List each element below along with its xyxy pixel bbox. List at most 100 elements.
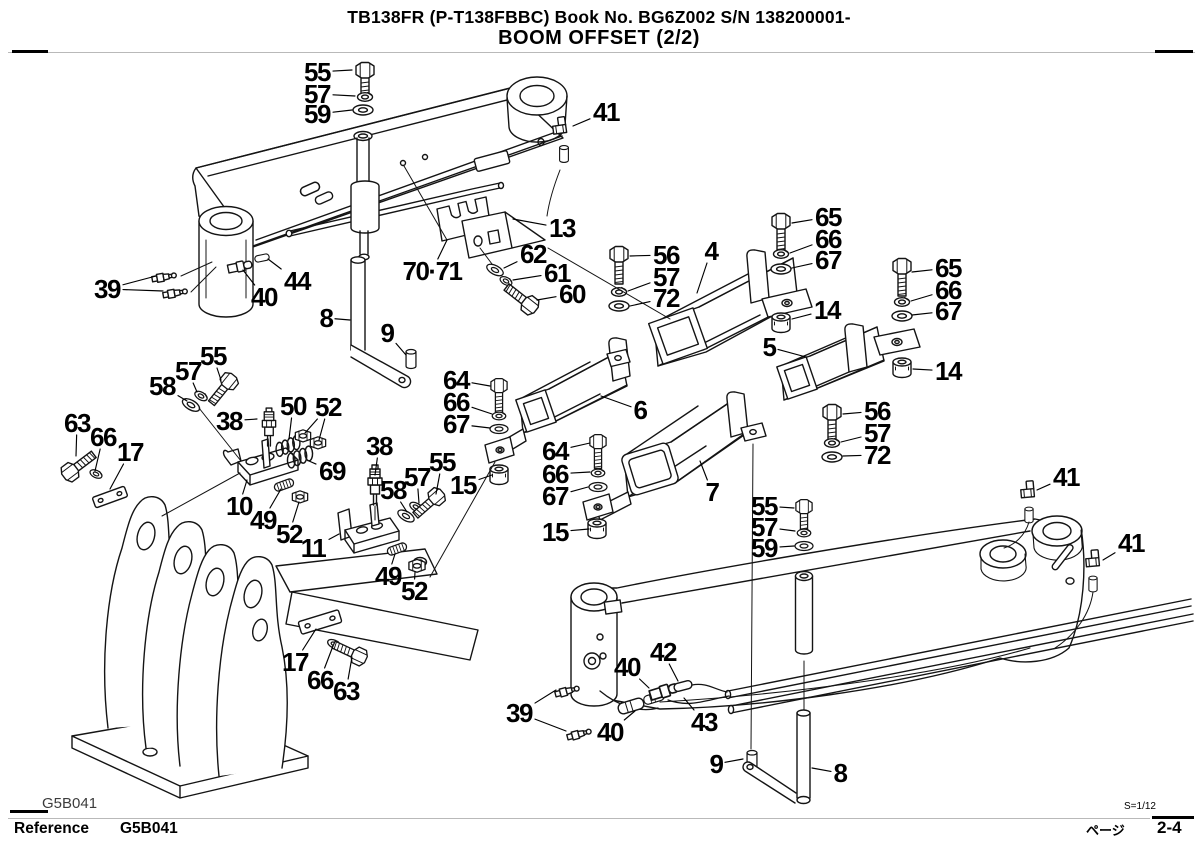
leader-line (842, 454, 862, 457)
callout-38: 38 (366, 431, 393, 461)
leader-line (109, 463, 125, 490)
leader-line (534, 689, 557, 704)
leader-line (318, 418, 326, 441)
callout-63: 63 (64, 408, 91, 438)
callout-58: 58 (149, 371, 176, 401)
callout-64: 64 (443, 365, 471, 395)
leader-line (192, 382, 198, 393)
offset-link-4 (647, 212, 813, 367)
leader-line (911, 312, 933, 316)
lower-boom-arm (553, 479, 1194, 805)
mount-bracket (57, 446, 479, 799)
offset-link-6 (484, 245, 631, 486)
leader-line (1102, 552, 1116, 561)
leader-line (471, 425, 491, 429)
callout-67: 67 (935, 296, 962, 326)
callout-57: 57 (864, 418, 891, 448)
callout-66: 66 (935, 275, 962, 305)
offset-link-7 (582, 391, 843, 540)
leader-line (629, 254, 651, 257)
callout-17: 17 (282, 647, 309, 677)
reference-label: Reference (14, 820, 89, 837)
offset-link-5 (776, 257, 921, 401)
header-rule-tick-left (12, 50, 48, 53)
leader-line (308, 460, 317, 465)
leader-line (328, 533, 340, 540)
callout-56: 56 (864, 396, 891, 426)
callout-15: 15 (542, 517, 569, 547)
leader-line (75, 434, 78, 457)
callout-64: 64 (542, 436, 570, 466)
callout-13: 13 (549, 213, 576, 243)
leader-line (332, 69, 353, 72)
leader-line (512, 274, 542, 281)
callout-41: 41 (1118, 528, 1145, 558)
callout-52: 52 (276, 519, 303, 549)
callout-55: 55 (751, 491, 778, 521)
leader-line (374, 457, 378, 476)
callout-65: 65 (935, 253, 962, 283)
callout-59: 59 (304, 99, 331, 129)
leader-line (395, 342, 407, 356)
drawing-number-note: G5B041 (42, 795, 98, 812)
page-number-value: 2-4 (1157, 818, 1182, 837)
page-subtitle: BOOM OFFSET (2/2) (498, 27, 700, 49)
callout-66: 66 (90, 422, 117, 452)
leader-line (122, 275, 157, 286)
leader-line (503, 261, 518, 269)
callout-65: 65 (815, 202, 842, 232)
leader-line (478, 474, 493, 481)
leader-line (391, 553, 396, 565)
leader-line (791, 219, 813, 224)
callout-40: 40 (614, 652, 641, 682)
page-number-label: ページ (1086, 823, 1125, 838)
callout-66: 66 (542, 459, 569, 489)
valve-bracket-10 (179, 369, 327, 504)
leader-line (779, 545, 795, 548)
callout-66: 66 (443, 387, 470, 417)
callout-70·71: 70·71 (403, 256, 463, 286)
scale-note: S=1/12 (1124, 801, 1156, 812)
callout-62: 62 (520, 239, 547, 269)
callout-14: 14 (935, 356, 963, 386)
leader-line (94, 448, 101, 472)
callout-61: 61 (544, 258, 571, 288)
callout-59: 59 (751, 533, 778, 563)
leader-line (570, 528, 590, 532)
leader-line (629, 300, 651, 307)
leader-line (304, 418, 318, 434)
callout-41: 41 (593, 97, 620, 127)
callout-43: 43 (691, 707, 718, 737)
leader-line (638, 678, 650, 689)
header-rule-tick-right (1155, 50, 1193, 53)
leader-line (572, 118, 591, 127)
callout-72: 72 (864, 440, 891, 470)
callout-57: 57 (304, 79, 331, 109)
leader-line (791, 313, 812, 320)
callout-39: 39 (94, 274, 121, 304)
leader-line (534, 718, 567, 732)
callout-52: 52 (315, 392, 342, 422)
leader-line (471, 382, 491, 387)
callout-41: 41 (1053, 462, 1080, 492)
callout-55: 55 (200, 341, 227, 371)
callout-40: 40 (597, 717, 624, 747)
leader-line (789, 244, 813, 254)
upper-boom-arm (150, 76, 569, 318)
leader-line (570, 442, 591, 448)
leader-line (302, 628, 317, 651)
footer-tick-right (1152, 816, 1194, 819)
callout-39: 39 (506, 698, 533, 728)
callout-9: 9 (381, 318, 395, 348)
callout-57: 57 (175, 356, 202, 386)
leader-line (471, 406, 493, 415)
callout-57: 57 (751, 512, 778, 542)
leader-line (400, 501, 408, 513)
footer-rule (8, 818, 1150, 819)
callout-40: 40 (251, 282, 278, 312)
callout-10: 10 (226, 491, 253, 521)
leader-line (699, 460, 708, 481)
callout-49: 49 (250, 505, 277, 535)
leader-line (267, 258, 282, 270)
